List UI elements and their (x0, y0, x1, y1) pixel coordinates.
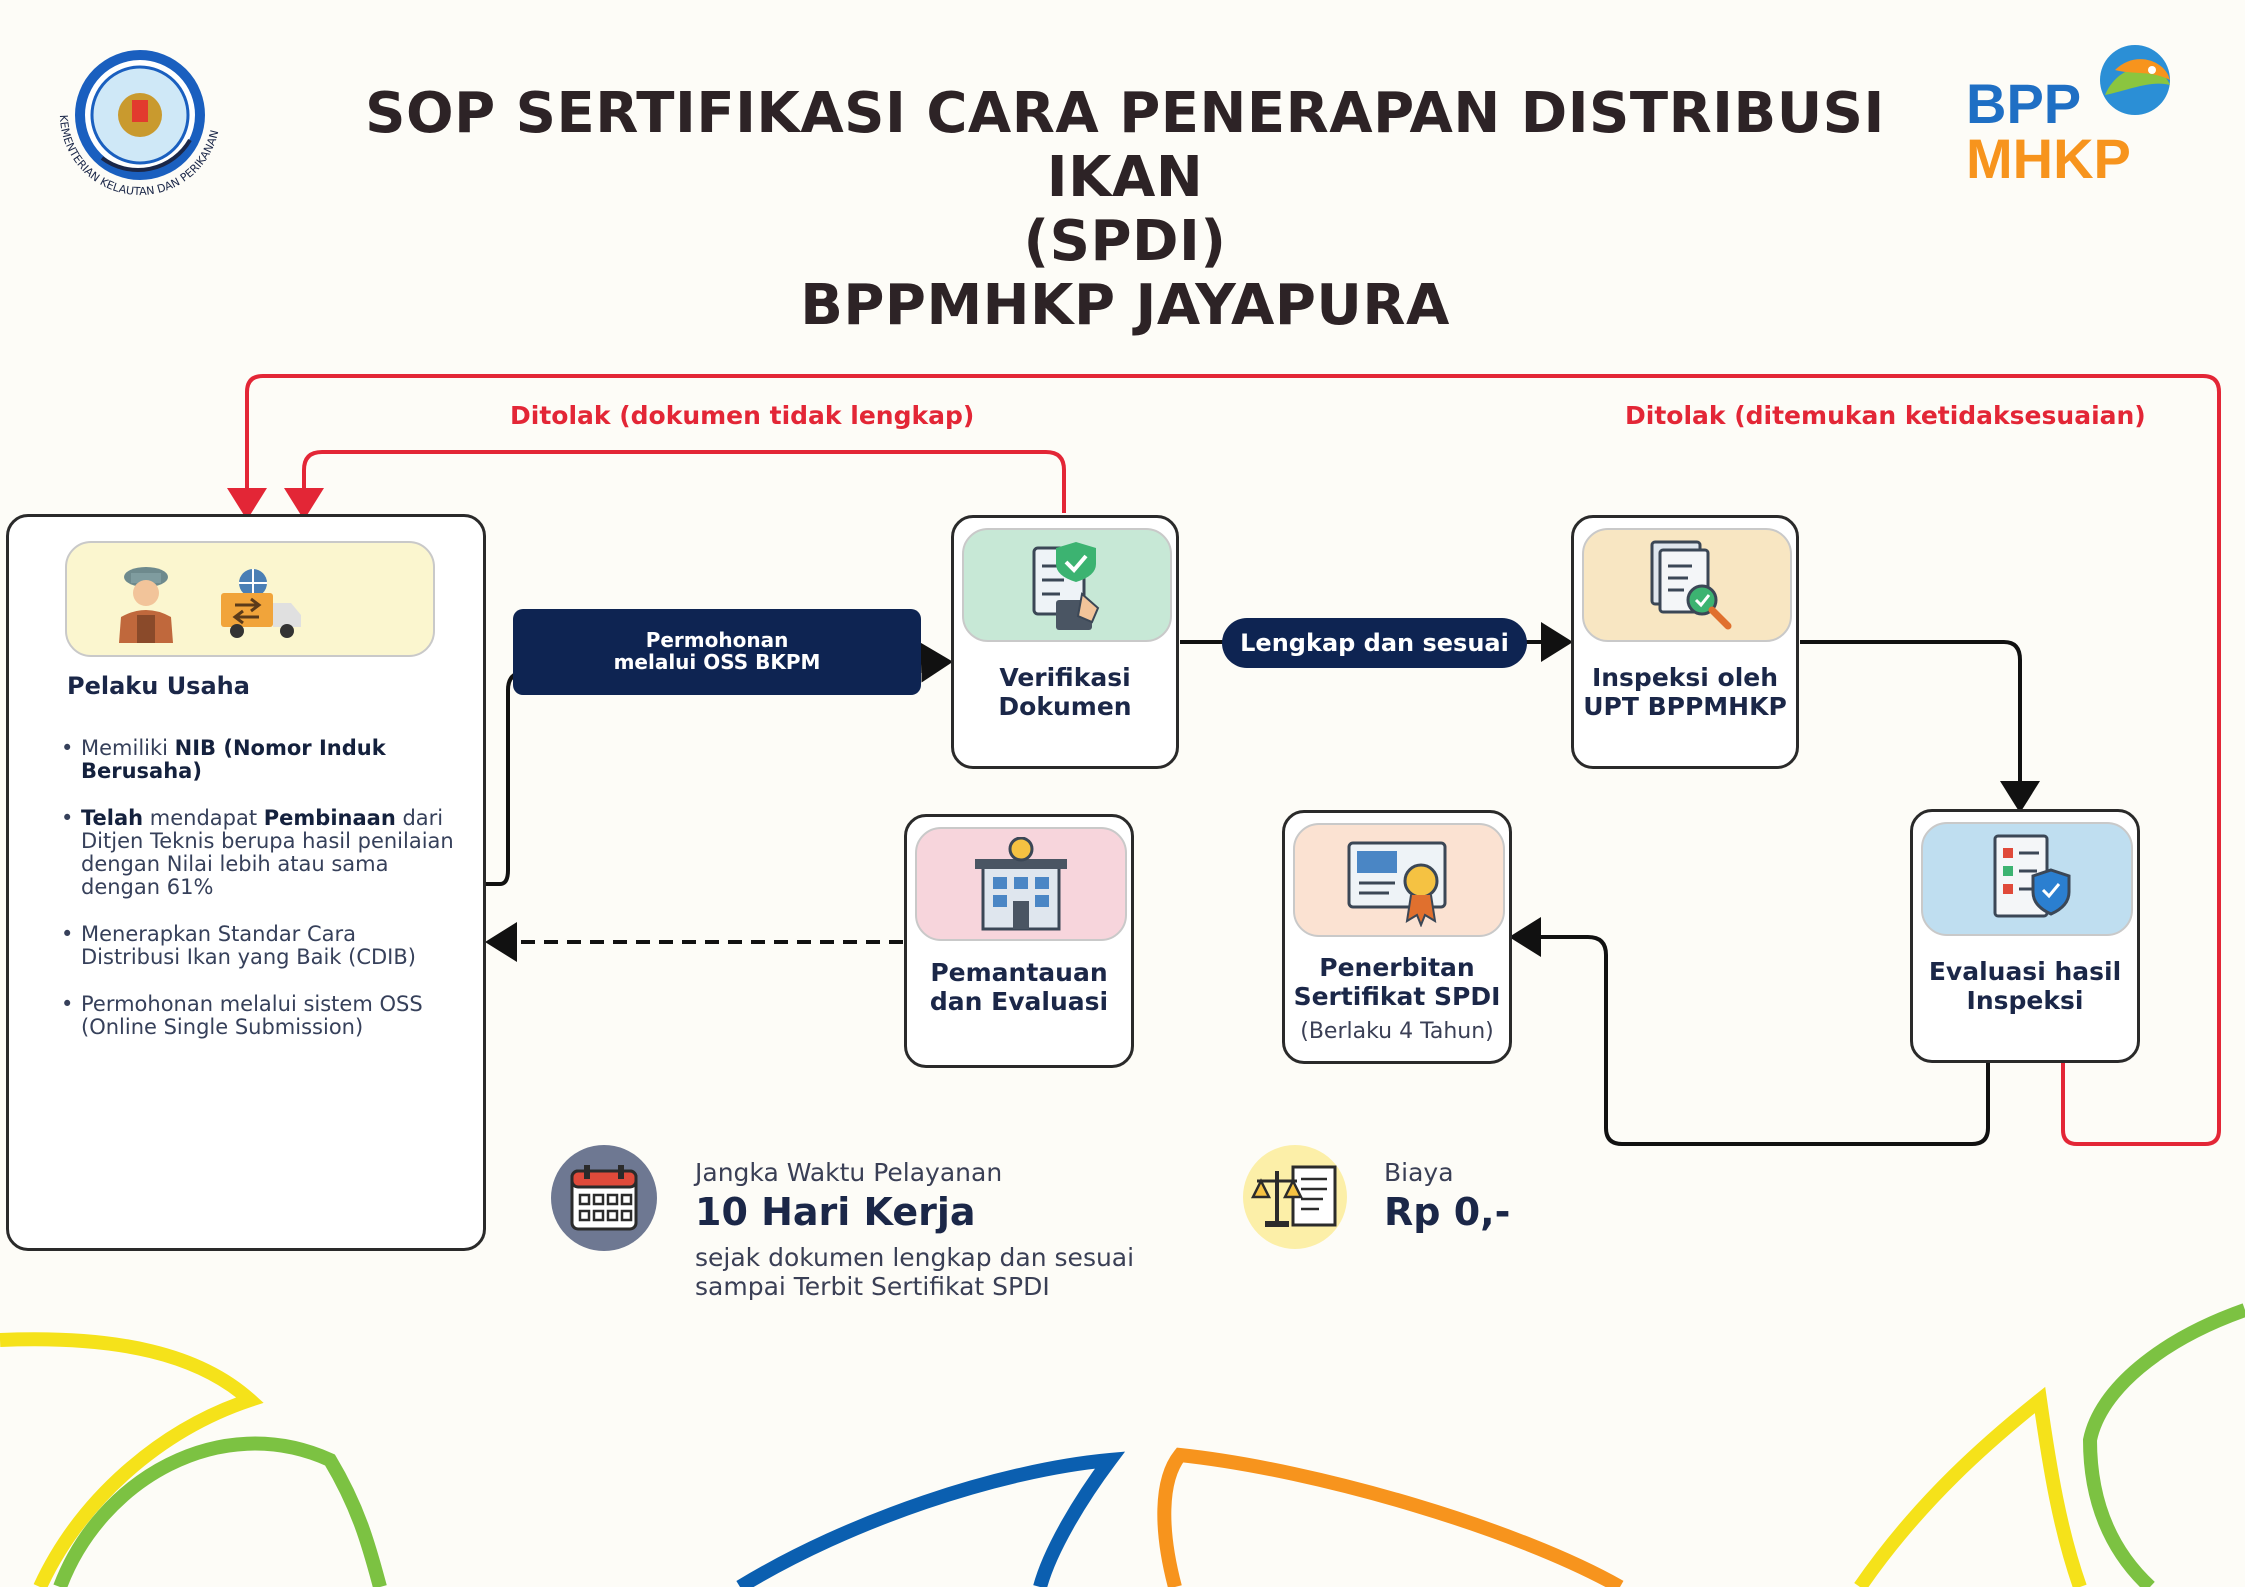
evaluate-to-issue-arrow (1509, 917, 1990, 1146)
verifikasi-dokumen-card: Verifikasi Dokumen (951, 515, 1179, 769)
legal-scale-icon (1243, 1145, 1347, 1249)
pemantauan-label: Pemantauan dan Evaluasi (929, 958, 1109, 1016)
office-building-icon (975, 837, 1067, 931)
complete-status-pill: Lengkap dan sesuai (1222, 618, 1527, 668)
penerbitan-icon-box (1293, 823, 1505, 937)
document-check-icon (1032, 542, 1100, 630)
pemantauan-card: Pemantauan dan Evaluasi (904, 814, 1134, 1068)
title-line-2: (SPDI) (1023, 209, 1227, 274)
mhkp-text: MHKP (1966, 127, 2131, 190)
bppmhkp-logo: BPP MHKP (1960, 40, 2210, 190)
kkp-logo: KEMENTERIAN KELAUTAN DAN PERIKANAN (40, 40, 240, 220)
inspeksi-icon-box (1582, 528, 1792, 642)
reject-inspection-line (227, 374, 2221, 1146)
requirement-item: Permohonan melalui sistem OSS (Online Si… (61, 993, 461, 1039)
requirement-list: Memiliki NIB (Nomor Induk Berusaha) Tela… (61, 737, 461, 1063)
certificate-icon (1347, 841, 1447, 927)
checklist-shield-icon (1993, 834, 2071, 918)
duration-note: sejak dokumen lengkap dan sesuai sampai … (695, 1243, 1135, 1301)
delivery-truck-icon (221, 569, 301, 638)
calendar-icon (551, 1145, 657, 1251)
evaluasi-icon-box (1921, 822, 2133, 936)
cost-label: Biaya (1384, 1158, 1454, 1187)
inspect-to-evaluate-arrow (1800, 640, 2040, 813)
oss-submission-pill: Permohonan melalui OSS BKPM (513, 609, 921, 695)
title-line-1: SOP SERTIFIKASI CARA PENERAPAN DISTRIBUS… (365, 81, 1885, 210)
page-title: SOP SERTIFIKASI CARA PENERAPAN DISTRIBUS… (300, 82, 1950, 338)
requirement-item: Memiliki NIB (Nomor Induk Berusaha) (61, 737, 461, 783)
worker-icon (119, 567, 173, 643)
reject-docs-label: Ditolak (dokumen tidak lengkap) (510, 401, 975, 430)
document-search-icon (1650, 540, 1732, 630)
duration-label: Jangka Waktu Pelayanan (695, 1158, 1003, 1187)
title-line-3: BPPMHKP JAYAPURA (800, 273, 1450, 338)
penerbitan-card: Penerbitan Sertifikat SPDI (Berlaku 4 Ta… (1282, 810, 1512, 1064)
submit-arrow (486, 642, 953, 886)
pemantauan-icon-box (915, 827, 1127, 941)
duration-value: 10 Hari Kerja (695, 1190, 976, 1234)
inspeksi-label: Inspeksi oleh UPT BPPMHKP (1583, 663, 1787, 721)
pelaku-usaha-label: Pelaku Usaha (67, 672, 250, 700)
penerbitan-label: Penerbitan Sertifikat SPDI (1293, 953, 1501, 1011)
bpp-text: BPP (1966, 72, 2082, 135)
reject-docs-line (284, 450, 1066, 520)
validity-note: (Berlaku 4 Tahun) (1300, 1019, 1494, 1044)
evaluasi-label: Evaluasi hasil Inspeksi (1928, 957, 2122, 1015)
evaluasi-card: Evaluasi hasil Inspeksi (1910, 809, 2140, 1063)
requirement-item: Menerapkan Standar Cara Distribusi Ikan … (61, 923, 461, 969)
cost-value: Rp 0,- (1384, 1190, 1511, 1234)
requirement-item: Telah mendapat Pembinaan dari Ditjen Tek… (61, 807, 461, 899)
verifikasi-label: Verifikasi Dokumen (998, 663, 1132, 721)
inspeksi-card: Inspeksi oleh UPT BPPMHKP (1571, 515, 1799, 769)
verifikasi-icon-box (962, 528, 1172, 642)
reject-inspection-label: Ditolak (ditemukan ketidaksesuaian) (1625, 401, 2146, 430)
pelaku-icon-box (65, 541, 435, 657)
pelaku-usaha-card: Pelaku Usaha Memiliki NIB (Nomor Induk B… (6, 514, 486, 1251)
